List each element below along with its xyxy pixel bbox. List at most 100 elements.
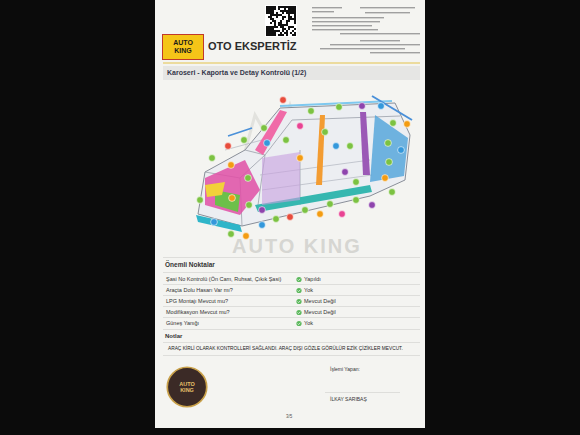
qr-code-part bbox=[270, 32, 272, 34]
table-cell-wrap: Araçta Dolu Hasarı Var mı? bbox=[166, 287, 233, 294]
qr-code-part bbox=[278, 14, 280, 16]
page-number: 3/5 bbox=[286, 414, 292, 419]
qr-code-part bbox=[278, 24, 280, 26]
qr-code-part bbox=[270, 26, 272, 28]
callout-dots-part bbox=[228, 162, 235, 169]
table-rules-part bbox=[163, 317, 420, 318]
table-cell-wrap: Modifikasyon Mevcut mu? bbox=[166, 309, 230, 316]
qr-code-part bbox=[274, 34, 276, 36]
callout-dots-part bbox=[386, 159, 393, 166]
qr-code-part bbox=[272, 12, 274, 14]
callout-dots-part bbox=[261, 125, 268, 132]
car-body-diagram-part bbox=[205, 160, 260, 215]
car-body-diagram-part bbox=[360, 112, 370, 175]
table-cell: Güneş Yanığı bbox=[166, 320, 199, 326]
check-icons-part-part bbox=[296, 277, 301, 282]
qr-code-part bbox=[282, 18, 284, 20]
qr-code-part bbox=[274, 30, 276, 32]
qr-code-part bbox=[294, 6, 296, 8]
table-cell: Şasi No Kontrolü (Ön Cam, Ruhsat, Çıkık … bbox=[166, 276, 281, 282]
qr-code-part bbox=[286, 34, 288, 36]
fine-print-part bbox=[365, 12, 410, 13]
callout-dots-part bbox=[241, 137, 248, 144]
signature-caption-wrap: İşlemi Yapan: bbox=[330, 366, 360, 372]
car-body-diagram-part bbox=[228, 128, 252, 136]
qr-code-part bbox=[288, 8, 290, 10]
qr-code-part bbox=[286, 32, 288, 34]
callout-dots-part bbox=[229, 195, 236, 202]
qr-code-part bbox=[270, 6, 272, 8]
qr-code-part bbox=[290, 8, 292, 10]
check-icons-part-part bbox=[298, 290, 301, 292]
table-rules-part bbox=[163, 257, 420, 258]
callout-dots-part bbox=[197, 197, 204, 204]
qr-code-part bbox=[270, 28, 272, 30]
qr-code-part bbox=[290, 16, 292, 18]
watermark: AUTO KING bbox=[232, 235, 362, 257]
report-title: OTO EKSPERTİZ bbox=[208, 40, 296, 52]
callout-dots-part bbox=[273, 216, 280, 223]
qr-code-part bbox=[288, 12, 290, 14]
qr-code-part bbox=[268, 30, 270, 32]
callout-dots-part bbox=[333, 143, 340, 150]
callout-dots-part bbox=[404, 121, 411, 128]
table-cell: Araçta Dolu Hasarı Var mı? bbox=[166, 287, 233, 293]
qr-code-part bbox=[286, 24, 288, 26]
callout-dots-part bbox=[390, 120, 397, 127]
inspector-name: İLKAY SARIBAŞ bbox=[330, 396, 367, 402]
fine-print-part bbox=[320, 48, 405, 49]
seal-ring bbox=[167, 367, 206, 406]
qr-code-part bbox=[280, 24, 282, 26]
qr-code-part bbox=[278, 6, 280, 8]
signature-caption: İşlemi Yapan: bbox=[330, 366, 360, 372]
qr-code-part bbox=[270, 22, 272, 24]
table-cell: Yok bbox=[304, 287, 313, 293]
qr-code-part bbox=[288, 18, 290, 20]
qr-code-part bbox=[278, 8, 280, 10]
qr-code-part bbox=[272, 30, 274, 32]
qr-code bbox=[265, 5, 297, 37]
qr-code-part bbox=[292, 12, 294, 14]
qr-code-part bbox=[268, 16, 270, 18]
callout-dots-part bbox=[353, 197, 360, 204]
qr-code-part bbox=[292, 18, 294, 20]
table-cell: Yok bbox=[304, 320, 313, 326]
fine-print-part bbox=[360, 7, 415, 8]
callout-dots-part bbox=[317, 211, 324, 218]
title-wrap: OTO EKSPERTİZ bbox=[208, 40, 296, 53]
qr-code-part bbox=[270, 14, 272, 16]
qr-code-part bbox=[294, 20, 296, 22]
qr-code-part bbox=[274, 26, 276, 28]
check-icons-part bbox=[296, 277, 301, 282]
callout-dots-part bbox=[245, 175, 252, 182]
callout-dots-part bbox=[342, 169, 349, 176]
car-body-diagram-part bbox=[370, 115, 408, 182]
qr-code-part bbox=[274, 24, 276, 26]
qr-code-part bbox=[268, 12, 270, 14]
qr-code-part bbox=[286, 30, 288, 32]
logo-seal: AUTO KING bbox=[166, 366, 208, 408]
qr-code-part bbox=[272, 34, 274, 36]
header-rule bbox=[163, 63, 420, 64]
callout-dots-part bbox=[359, 103, 366, 110]
qr-code-part bbox=[286, 12, 288, 14]
table-rules-part bbox=[163, 295, 420, 296]
qr-code-part bbox=[280, 26, 282, 28]
qr-code-part bbox=[288, 16, 290, 18]
qr-code-part bbox=[272, 32, 274, 34]
qr-code-part bbox=[274, 20, 276, 22]
page-number-wrap: 3/5 bbox=[286, 414, 292, 419]
qr-code-part bbox=[272, 14, 274, 16]
callout-dots-part bbox=[283, 137, 290, 144]
qr-code-part bbox=[272, 6, 274, 8]
qr-code-part bbox=[284, 28, 286, 30]
qr-code-part bbox=[280, 22, 282, 24]
qr-code-part bbox=[282, 26, 284, 28]
qr-code-part bbox=[276, 14, 278, 16]
check-icons-part-part bbox=[296, 321, 301, 326]
section-heading: Notlar bbox=[165, 333, 182, 339]
table-cell: Modifikasyon Mevcut mu? bbox=[166, 309, 230, 315]
callout-dots-part bbox=[369, 202, 376, 209]
watermark-wrap: AUTO KING bbox=[232, 234, 362, 258]
